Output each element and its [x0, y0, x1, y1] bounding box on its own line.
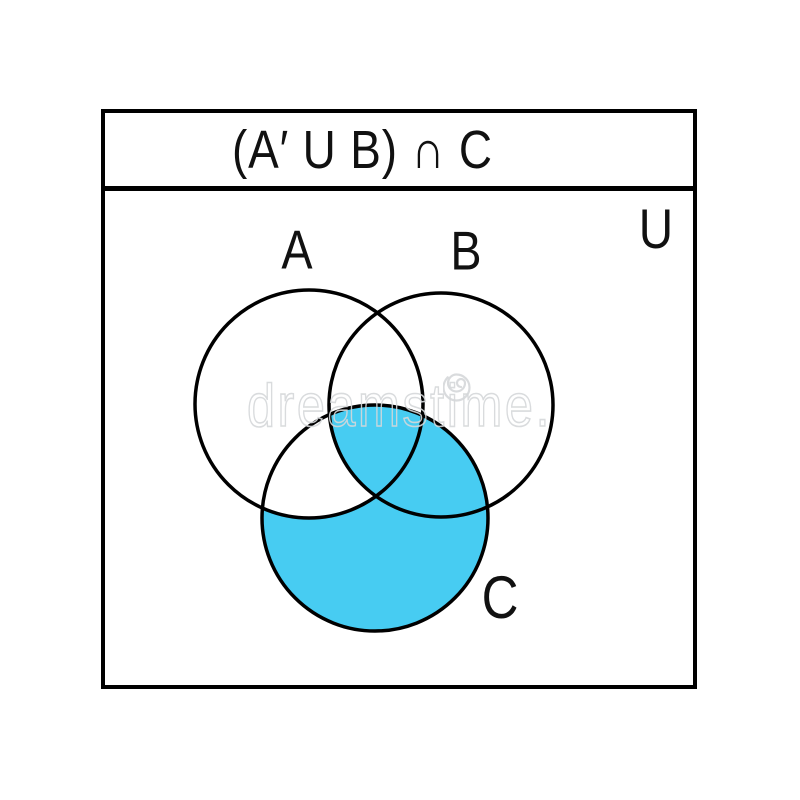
diagram-title: (A′ U B) ∩ C	[231, 119, 493, 180]
region-b-and-c-blue-fill	[329, 405, 488, 517]
region-a-and-c-unshaded	[262, 405, 423, 518]
universal-set-label: U	[638, 197, 674, 260]
circle-c-outline	[260, 403, 490, 633]
set-a-label: A	[281, 218, 313, 281]
region-a-and-c-white-fill	[262, 405, 423, 518]
set-c-label: C	[481, 564, 519, 631]
circle-b-outline	[327, 291, 555, 519]
title-bar: (A′ U B) ∩ C	[105, 113, 693, 191]
set-b-label: B	[450, 219, 482, 282]
region-b-and-c-shaded	[329, 405, 488, 517]
circle-a-outline	[193, 288, 425, 520]
